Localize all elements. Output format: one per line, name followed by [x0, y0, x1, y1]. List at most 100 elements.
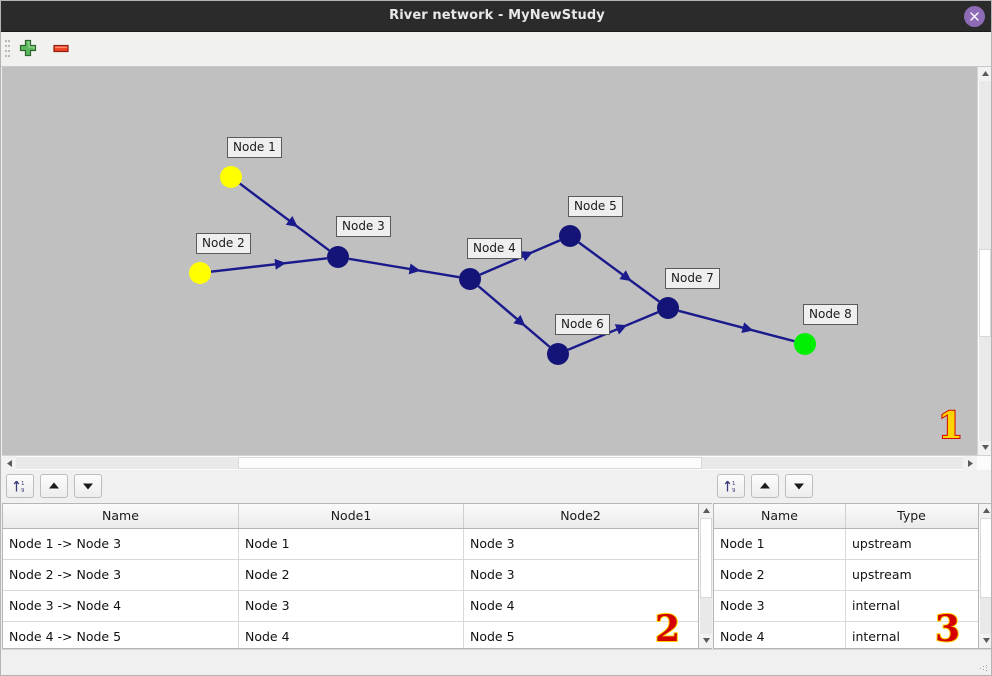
scroll-right-icon[interactable] — [963, 456, 977, 470]
column-header-name[interactable]: Name — [714, 504, 846, 528]
reaches-scroll-track[interactable] — [700, 598, 712, 634]
nodes-toolbar: 1 9 — [713, 471, 991, 503]
move-up-icon[interactable] — [751, 474, 779, 498]
table-cell[interactable]: Node 4 — [470, 598, 515, 613]
remove-node-icon[interactable] — [51, 38, 77, 62]
graph-edge[interactable] — [578, 241, 660, 303]
graph-node-label-node-6[interactable]: Node 6 — [555, 314, 610, 335]
table-row[interactable]: Node 3 internal — [714, 591, 991, 622]
close-icon[interactable] — [964, 6, 985, 27]
graph-node-node-5[interactable] — [559, 225, 581, 247]
graph-node-label-node-8[interactable]: Node 8 — [803, 304, 858, 325]
table-row[interactable]: Node 4 internal — [714, 622, 991, 648]
graph-node-label-node-1[interactable]: Node 1 — [227, 137, 282, 158]
table-cell[interactable]: Node 1 — [714, 529, 846, 559]
graph-horizontal-scrollbar[interactable] — [2, 455, 991, 470]
table-cell[interactable]: Node 5 — [470, 629, 515, 644]
column-header-type[interactable]: Type — [897, 508, 926, 523]
table-cell[interactable]: Node 4 — [239, 622, 464, 648]
table-cell[interactable]: Node 1 — [239, 529, 464, 559]
graph-node-node-6[interactable] — [547, 343, 569, 365]
graph-node-node-1[interactable] — [220, 166, 242, 188]
table-cell[interactable]: Node 1 -> Node 3 — [3, 529, 239, 559]
scrollbar-track-right[interactable] — [702, 457, 963, 469]
graph-edge[interactable] — [678, 309, 795, 343]
table-cell[interactable]: Node 2 -> Node 3 — [3, 560, 239, 590]
graph-edge[interactable] — [477, 285, 551, 348]
scroll-up-icon[interactable] — [978, 67, 991, 81]
graph-node-node-4[interactable] — [459, 268, 481, 290]
nodes-vertical-scrollbar[interactable] — [978, 504, 991, 648]
graph-edge-arrow — [619, 270, 632, 282]
nodes-vscroll-thumb[interactable] — [980, 518, 991, 598]
sort-icon[interactable]: 1 9 — [6, 474, 34, 498]
table-cell[interactable]: upstream — [852, 567, 912, 582]
reaches-vscroll-thumb[interactable] — [700, 518, 712, 598]
scrollbar-track-left[interactable] — [16, 457, 238, 469]
move-down-icon[interactable] — [74, 474, 102, 498]
resize-grip[interactable] — [980, 665, 988, 673]
scrollbar-track-lower[interactable] — [979, 337, 991, 441]
column-header-node2[interactable]: Node2 — [560, 508, 601, 523]
graph-vertical-scrollbar[interactable] — [977, 67, 991, 455]
graph-edge[interactable] — [239, 182, 330, 252]
table-cell[interactable]: internal — [852, 629, 900, 644]
move-up-icon[interactable] — [40, 474, 68, 498]
network-graph-canvas[interactable]: Node 1 Node 2 Node 3 Node 4 Node 5 Node 6 Node… — [2, 67, 977, 455]
table-cell[interactable]: Node 3 -> Node 4 — [3, 591, 239, 621]
graph-edge[interactable] — [210, 257, 328, 273]
table-cell[interactable]: Node 3 — [470, 536, 515, 551]
table-cell[interactable]: Node 3 — [239, 591, 464, 621]
add-node-icon[interactable] — [18, 38, 44, 62]
toolbar-grip[interactable] — [5, 40, 10, 58]
graph-node-label-node-5[interactable]: Node 5 — [568, 196, 623, 217]
column-header-node1[interactable]: Node1 — [239, 504, 464, 528]
graph-edge[interactable] — [567, 311, 659, 351]
reaches-scroll-up-icon[interactable] — [699, 504, 713, 518]
graph-node-node-3[interactable] — [327, 246, 349, 268]
sort-icon[interactable]: 1 9 — [717, 474, 745, 498]
graph-node-node-7[interactable] — [657, 297, 679, 319]
table-row[interactable]: Node 2 upstream — [714, 560, 991, 591]
column-header-name[interactable]: Name — [3, 504, 239, 528]
graph-hscroll-thumb[interactable] — [238, 457, 702, 469]
graph-edge[interactable] — [348, 257, 460, 279]
move-down-icon[interactable] — [785, 474, 813, 498]
table-cell[interactable]: Node 4 -> Node 5 — [3, 622, 239, 648]
table-cell[interactable]: Node 3 — [714, 591, 846, 621]
graph-node-node-8[interactable] — [794, 333, 816, 355]
reaches-scroll-down-icon[interactable] — [699, 634, 713, 648]
reaches-toolbar: 1 9 — [2, 471, 712, 503]
nodes-scroll-up-icon[interactable] — [979, 504, 991, 518]
scroll-down-icon[interactable] — [978, 441, 991, 455]
graph-node-label-node-4[interactable]: Node 4 — [467, 238, 522, 259]
graph-edge-arrow — [741, 322, 754, 333]
table-cell[interactable]: Node 2 — [714, 560, 846, 590]
graph-node-label-node-7[interactable]: Node 7 — [665, 268, 720, 289]
scroll-left-icon[interactable] — [2, 456, 16, 470]
table-cell[interactable]: upstream — [852, 536, 912, 551]
svg-text:9: 9 — [732, 488, 736, 494]
table-cell[interactable]: internal — [852, 598, 900, 613]
graph-vscroll-thumb[interactable] — [979, 249, 991, 337]
table-cell[interactable]: Node 4 — [714, 622, 846, 648]
graph-node-label-node-3[interactable]: Node 3 — [336, 216, 391, 237]
reaches-vertical-scrollbar[interactable] — [698, 504, 713, 648]
table-cell[interactable]: Node 2 — [239, 560, 464, 590]
graph-node-node-2[interactable] — [189, 262, 211, 284]
nodes-scroll-down-icon[interactable] — [979, 634, 991, 648]
table-cell[interactable]: Node 3 — [470, 567, 515, 582]
table-row[interactable]: Node 1 upstream — [714, 529, 991, 560]
scrollbar-track-upper[interactable] — [979, 81, 991, 249]
nodes-scroll-track[interactable] — [980, 598, 991, 634]
graph-node-label-node-2[interactable]: Node 2 — [196, 233, 251, 254]
